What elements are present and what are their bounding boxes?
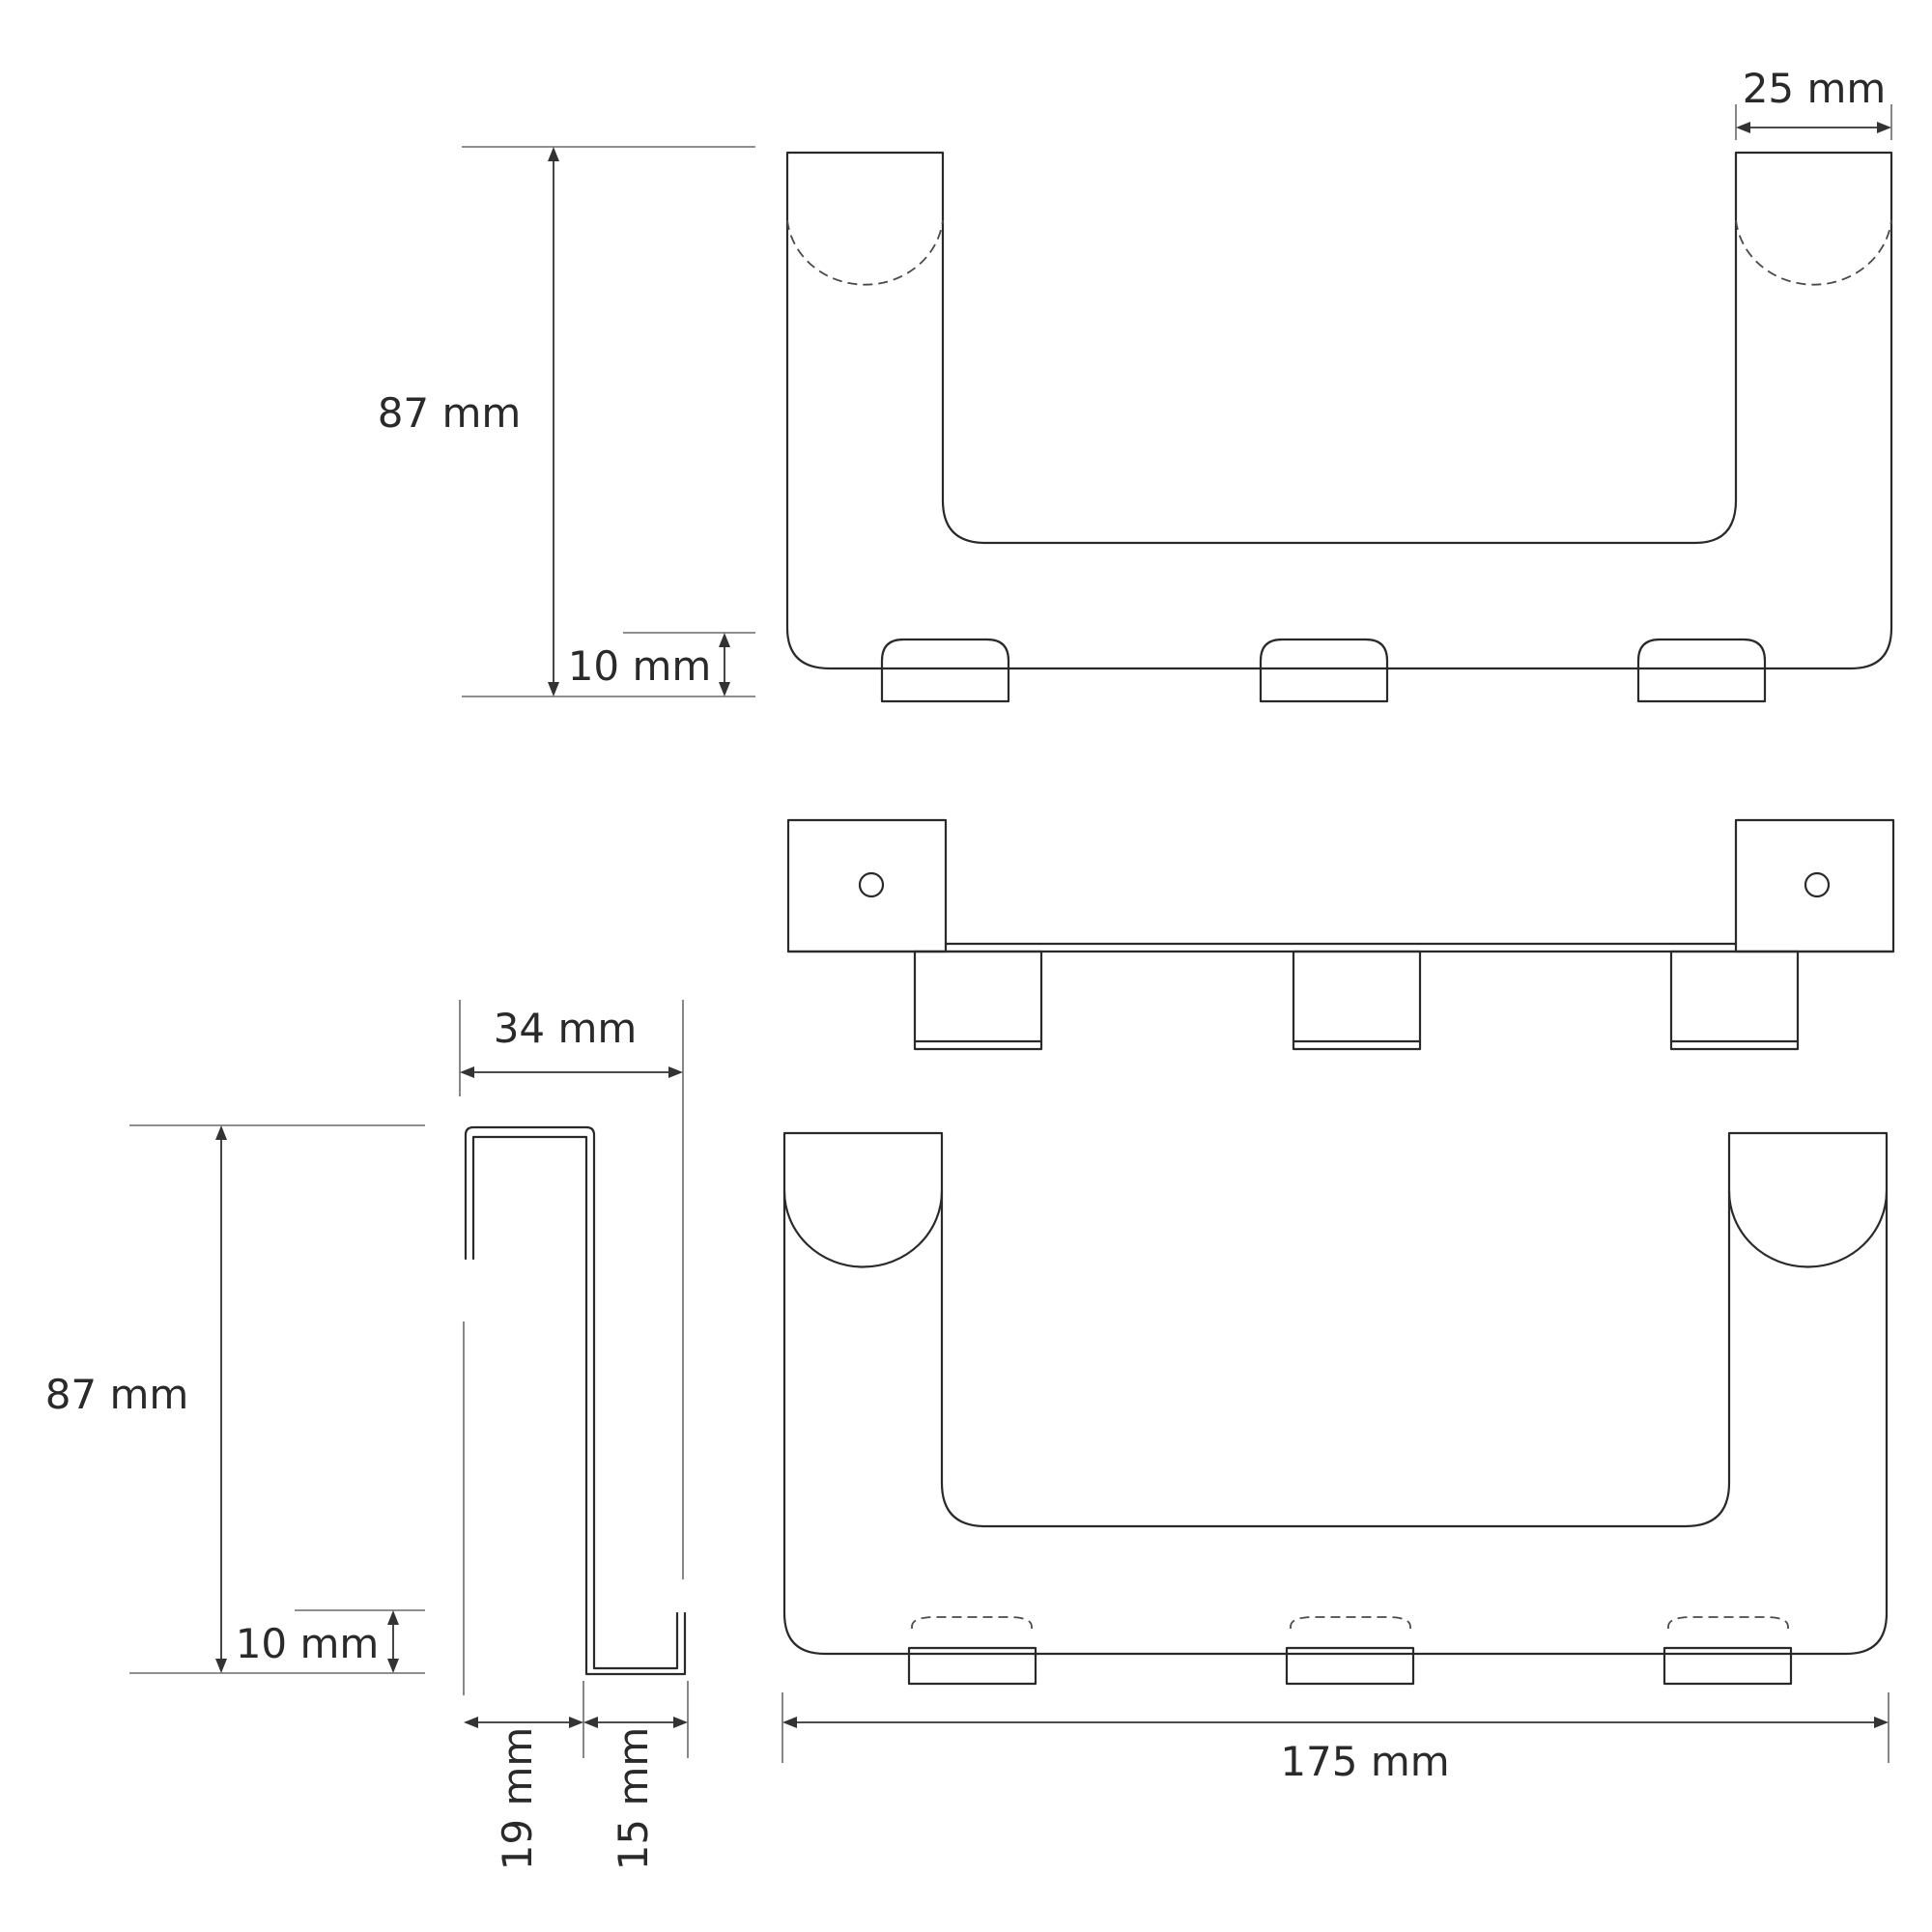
front-view-arc-left <box>782 1189 944 1268</box>
plan-view-block-left <box>786 818 948 953</box>
front-view-tab-1 <box>907 1616 1037 1686</box>
front-view-arc-right <box>1727 1189 1889 1268</box>
dim-top-height: 87 mm <box>378 146 755 697</box>
plan-view-block-right <box>1734 818 1895 953</box>
dim-overall-width: 175 mm <box>781 1692 1889 1785</box>
top-view-hidden-arc-left <box>786 219 944 286</box>
front-view-tab-2 <box>1285 1616 1415 1686</box>
plan-view-tab-3 <box>1669 950 1800 1051</box>
front-view <box>782 1131 1889 1686</box>
top-view-outline <box>785 151 1893 670</box>
dim-side-gap-left-label: 19 mm <box>494 1727 541 1871</box>
dim-side-gaps: 19 mm 15 mm <box>464 1681 689 1871</box>
dim-side-depth: 34 mm <box>459 1000 684 1579</box>
top-view <box>785 151 1893 703</box>
side-profile-hook-inner <box>471 1135 687 1676</box>
side-profile-hook <box>464 1125 679 1670</box>
plan-view-tab-2 <box>1292 950 1422 1051</box>
top-view-tab-3 <box>1636 638 1767 703</box>
top-view-tab-2 <box>1259 638 1389 703</box>
side-profile <box>463 1125 687 1695</box>
top-view-hidden-arc-right <box>1735 219 1892 286</box>
dim-side-foot: 10 mm <box>236 1609 425 1673</box>
dim-side-height: 87 mm <box>45 1124 425 1674</box>
plan-view-screw-hole-right <box>1804 871 1831 898</box>
plan-view <box>786 818 1895 1051</box>
plan-view-screw-hole-left <box>858 871 885 898</box>
front-view-tab-3 <box>1662 1616 1793 1686</box>
dim-top-height-label: 87 mm <box>378 389 522 437</box>
dim-top-foot-label: 10 mm <box>568 642 712 690</box>
dim-top-foot: 10 mm <box>568 632 755 696</box>
front-view-outline <box>782 1131 1889 1656</box>
dim-overall-width-label: 175 mm <box>1280 1738 1449 1785</box>
dim-side-foot-label: 10 mm <box>236 1620 380 1667</box>
plan-view-tab-1 <box>913 950 1043 1051</box>
dim-top-width-label: 25 mm <box>1743 65 1887 112</box>
dim-side-height-label: 87 mm <box>45 1371 189 1418</box>
dim-side-gap-right-label: 15 mm <box>610 1727 657 1871</box>
top-view-tab-1 <box>880 638 1010 703</box>
dim-side-depth-label: 34 mm <box>494 1005 638 1052</box>
dim-top-width: 25 mm <box>1735 65 1892 140</box>
